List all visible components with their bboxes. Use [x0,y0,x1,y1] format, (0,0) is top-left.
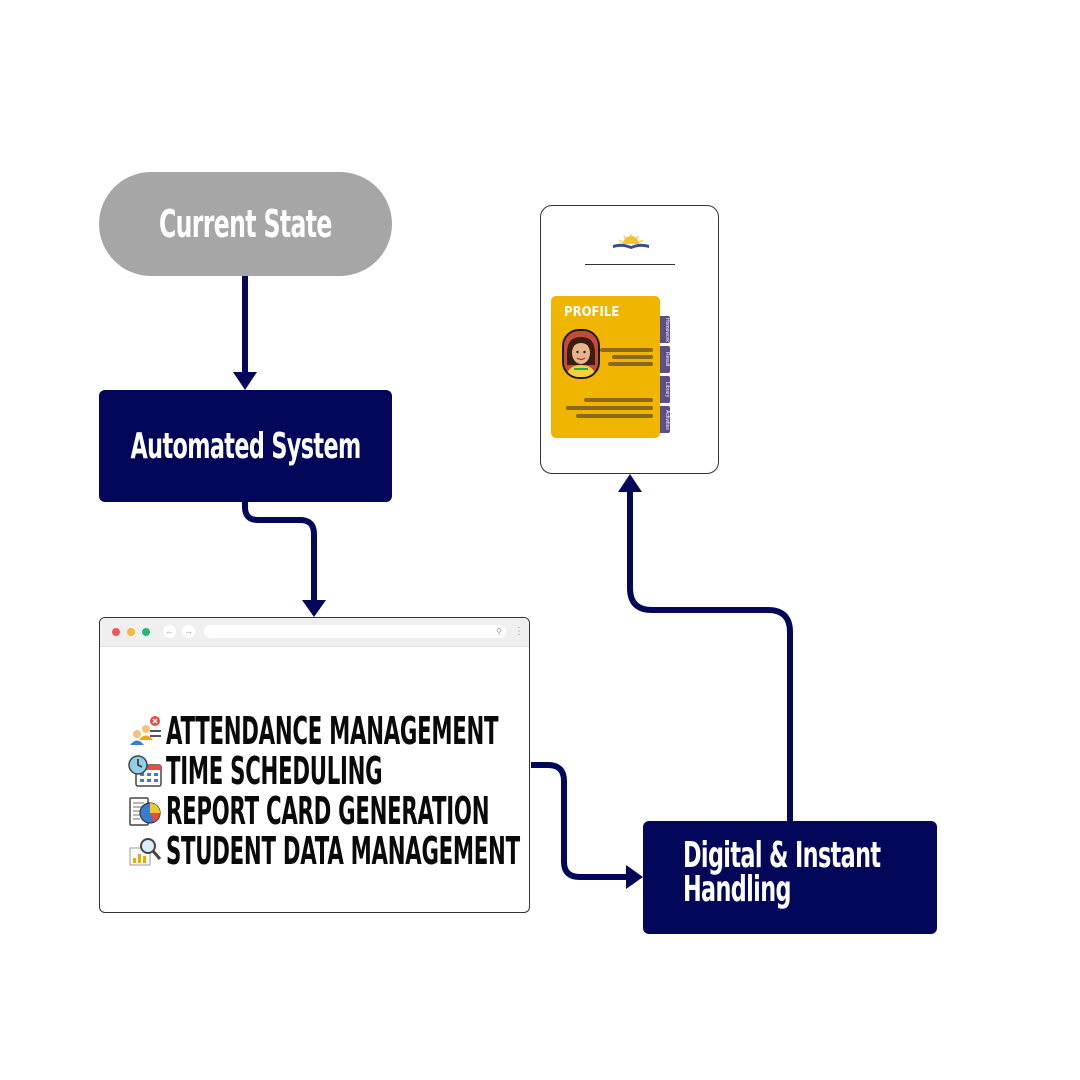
arrow-digital-to-phone [627,492,793,821]
profile-card[interactable]: PROFILE [551,296,660,438]
back-arrow-icon[interactable]: ← [163,625,176,638]
kebab-menu-icon[interactable]: ⋮ [514,626,524,637]
feature-label: STUDENT DATA MANAGEMENT [166,829,520,873]
phone-mockup: PROFILE Homework Result Library Activiti… [540,205,719,474]
header-divider [585,264,675,265]
attendance-icon [130,716,161,745]
digital-handling-label-line1: Digital & Instant [683,835,881,876]
current-state-label: Current State [159,202,332,246]
address-bar[interactable]: ⚲ [204,625,506,638]
tab-activities[interactable]: Activities [660,406,670,433]
feature-item-attendance: ATTENDANCE MANAGEMENT [128,711,528,751]
close-dot-icon[interactable] [112,628,120,636]
arrowhead-browser [302,600,326,617]
forward-arrow-icon[interactable]: → [182,625,195,638]
school-logo-icon [613,234,649,249]
info-bar [566,406,653,410]
clock-calendar-icon [128,755,162,787]
browser-window: ← → ⚲ ⋮ ATTENDANCE MANAGEMENT TIME SCHED… [99,617,530,913]
digital-handling-label-line2: Handling [683,869,791,910]
info-bar [576,414,653,418]
digital-handling-node: Digital & Instant Handling [643,821,937,934]
feature-label: TIME SCHEDULING [166,749,383,793]
arrowhead-digital [626,865,643,889]
arrowhead-automated [233,372,257,390]
current-state-node: Current State [99,172,392,276]
feature-label: ATTENDANCE MANAGEMENT [166,709,499,753]
info-bar [612,355,653,359]
arrow-browser-to-digital [531,762,626,880]
arrowhead-phone [618,474,642,492]
magnifier-chart-icon [129,838,162,866]
tab-library[interactable]: Library [660,376,670,403]
info-bar [584,398,653,402]
arrow-automated-to-browser [242,502,317,600]
browser-toolbar: ← → ⚲ ⋮ [100,618,529,647]
tab-result[interactable]: Result [660,346,670,373]
student-avatar [562,329,600,379]
profile-title: PROFILE [564,305,620,320]
info-bar [600,348,653,352]
info-bar [608,362,653,366]
automated-system-node: Automated System [99,390,392,502]
search-icon: ⚲ [496,627,502,636]
feature-item-report-card: REPORT CARD GENERATION [128,791,528,831]
feature-item-student-data: STUDENT DATA MANAGEMENT [128,831,528,871]
tab-homework[interactable]: Homework [660,316,670,343]
automated-system-label: Automated System [130,425,361,467]
feature-label: REPORT CARD GENERATION [166,789,490,833]
minimize-dot-icon[interactable] [127,628,135,636]
maximize-dot-icon[interactable] [142,628,150,636]
feature-item-time-scheduling: TIME SCHEDULING [128,751,528,791]
report-chart-icon [129,797,161,826]
